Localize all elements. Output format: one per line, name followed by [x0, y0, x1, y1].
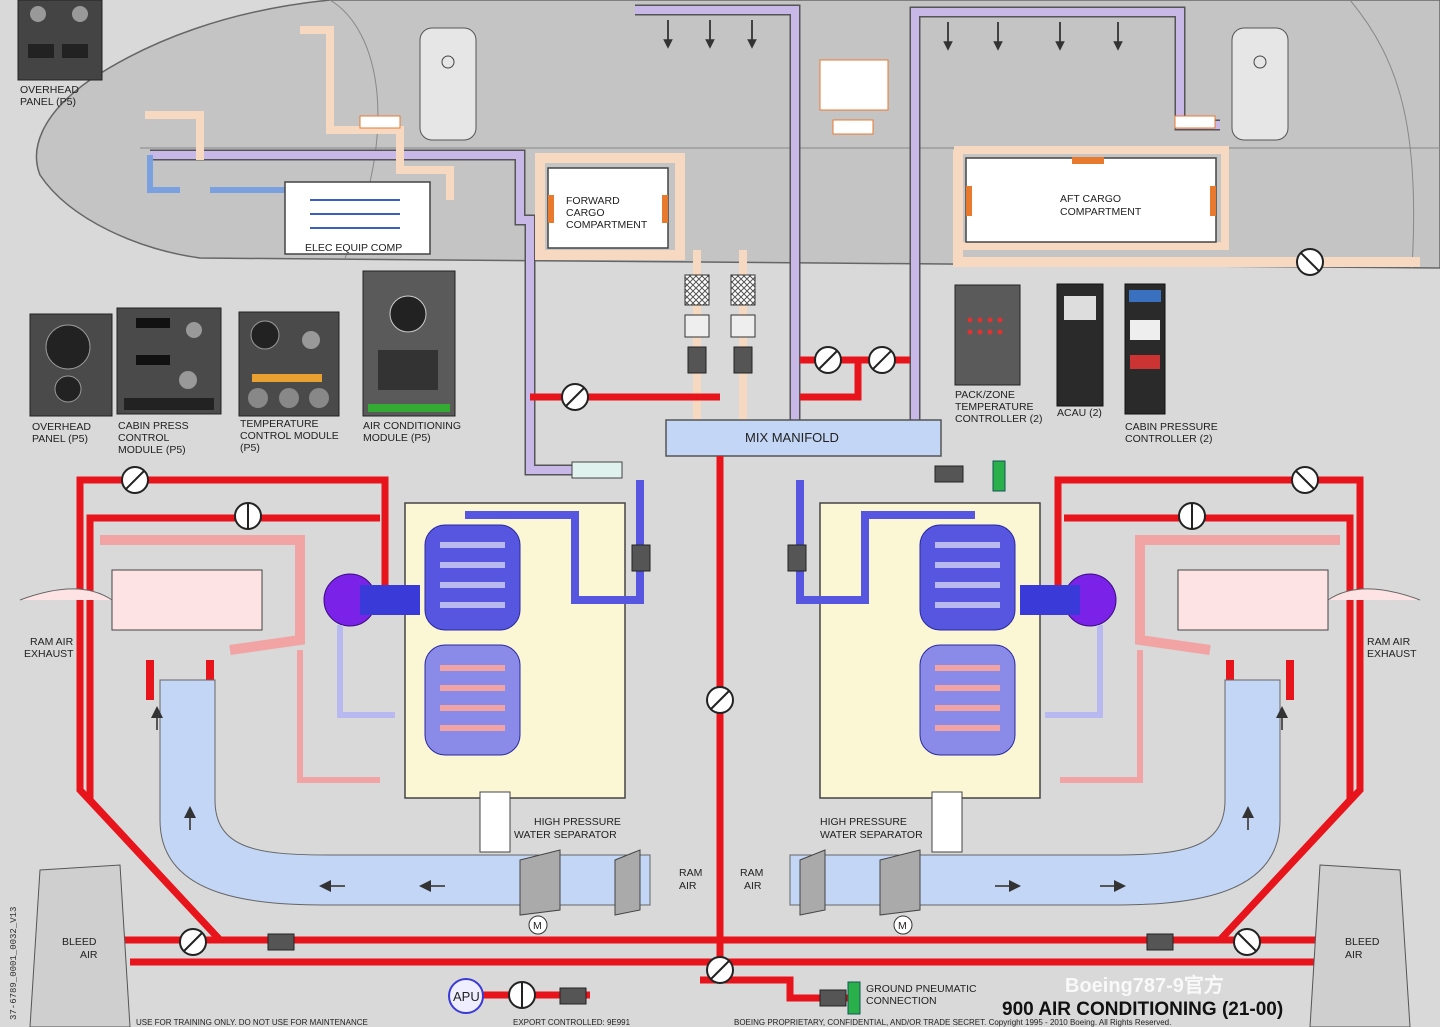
flow-labels: RAM AIR EXHAUST RAM AIR EXHAUST RAM AIR …	[24, 636, 1417, 1007]
cabin-press-line3: MODULE (P5)	[118, 444, 186, 456]
door-aft	[1231, 27, 1289, 141]
ram-air-right-line2: AIR	[744, 880, 762, 892]
aft-cargo-compartment: AFT CARGO COMPARTMENT	[965, 157, 1217, 243]
pack-zone-line3: CONTROLLER (2)	[955, 413, 1043, 425]
forward-cargo-compartment: FORWARD CARGO COMPARTMENT	[547, 167, 669, 249]
cabin-pressure-controller	[1124, 283, 1166, 415]
ram-flow-arrows	[151, 706, 1288, 892]
temp-sensor-duct	[571, 461, 623, 479]
ram-exhaust-left-line1: RAM AIR	[30, 636, 74, 648]
heater-aft	[1174, 115, 1216, 129]
ac-module-line2: MODULE (P5)	[363, 432, 431, 444]
panel-labels: OVERHEAD PANEL (P5) OVERHEAD PANEL (P5) …	[20, 84, 1218, 456]
fuselage-tail-outline	[1349, 0, 1415, 269]
ram-exhaust-right-line2: EXHAUST	[1367, 648, 1417, 660]
cabin-press-control-module	[116, 307, 222, 415]
aft-cargo-line1: AFT CARGO	[1060, 193, 1121, 205]
recirc-fan-units	[684, 250, 756, 420]
motor-right: M	[898, 920, 907, 932]
pack-zone-line2: TEMPERATURE	[955, 401, 1034, 413]
overhead-top-line2: PANEL (P5)	[20, 96, 76, 108]
overhead-panel-p5	[29, 313, 113, 417]
forward-cargo-line1: FORWARD	[566, 195, 620, 207]
cabin-press-line1: CABIN PRESS	[118, 420, 189, 432]
door-forward	[419, 27, 477, 141]
hp-ws-left-line1: HIGH PRESSURE	[534, 816, 621, 828]
mix-manifold: MIX MANIFOLD	[665, 419, 942, 457]
fuselage	[35, 0, 1440, 269]
ram-air-right-line1: RAM	[740, 867, 763, 879]
overhead-top-line1: OVERHEAD	[20, 84, 79, 96]
side-code: 37-6789_0001_0032_V13	[9, 907, 19, 1020]
right-pack: HIGH PRESSURE WATER SEPARATOR M	[789, 480, 1421, 935]
ram-air-left-line2: AIR	[679, 880, 697, 892]
pack-zone-temp-controller	[954, 284, 1021, 386]
engine-right	[1309, 864, 1411, 1027]
ac-module-line1: AIR CONDITIONING	[363, 420, 461, 432]
heater-bank	[819, 59, 889, 111]
recirculation-ducts	[145, 26, 1420, 267]
overhead-panel-line1: OVERHEAD	[32, 421, 91, 433]
heater-forward	[359, 115, 401, 129]
hp-ws-right-line2: WATER SEPARATOR	[820, 829, 923, 841]
ram-air-left-line1: RAM	[679, 867, 702, 879]
air-conditioning-module	[362, 270, 456, 417]
temperature-control-module	[238, 311, 340, 417]
temp-control-line1: TEMPERATURE	[240, 418, 319, 430]
temp-control-line3: (P5)	[240, 442, 260, 454]
ram-exhaust-left-line2: EXHAUST	[24, 648, 74, 660]
elec-equip-compartment: ELEC EQUIP COMP	[284, 181, 431, 255]
footer-right: BOEING PROPRIETARY, CONFIDENTIAL, AND/OR…	[734, 1018, 1171, 1027]
motor-left: M	[533, 920, 542, 932]
bleed-left-line1: BLEED	[62, 936, 97, 948]
bleed-left-line2: AIR	[80, 949, 98, 961]
hp-ws-left-line2: WATER SEPARATOR	[514, 829, 617, 841]
apu-label: APU	[453, 989, 480, 1004]
cabin-outlet-arrows	[663, 20, 1123, 51]
footer-left: USE FOR TRAINING ONLY. DO NOT USE FOR MA…	[136, 1018, 368, 1027]
acau	[1056, 283, 1104, 407]
overhead-distribution-ducts	[147, 4, 1220, 476]
check-valves	[267, 465, 1174, 1007]
diagram-title: 900 AIR CONDITIONING (21-00)	[1002, 999, 1283, 1020]
ground-connection	[847, 981, 861, 1015]
cpc-line1: CABIN PRESSURE	[1125, 421, 1218, 433]
ground-cart-valve	[992, 460, 1006, 492]
valves	[121, 248, 1324, 1009]
bleed-right-line1: BLEED	[1345, 936, 1380, 948]
footer-mid: EXPORT CONTROLLED: 9E991	[513, 1018, 631, 1027]
ground-pneumatic-line2: CONNECTION	[866, 995, 937, 1007]
apu: APU	[448, 978, 484, 1014]
overhead-panel-top	[17, 0, 103, 81]
forward-cargo-line2: CARGO	[566, 207, 605, 219]
heater-mid	[832, 119, 874, 135]
left-pack: HIGH PRESSURE WATER SEPARATOR M	[19, 480, 651, 935]
ram-exhaust-right-line1: RAM AIR	[1367, 636, 1411, 648]
watermark: Boeing787-9官方	[1065, 973, 1224, 997]
hp-ws-right-line1: HIGH PRESSURE	[820, 816, 907, 828]
overhead-panel-line2: PANEL (P5)	[32, 433, 88, 445]
cpc-line2: CONTROLLER (2)	[1125, 433, 1213, 445]
temp-control-line2: CONTROL MODULE	[240, 430, 339, 442]
ground-pneumatic-line1: GROUND PNEUMATIC	[866, 983, 977, 995]
forward-cargo-line3: COMPARTMENT	[566, 219, 648, 231]
acau-label: ACAU (2)	[1057, 407, 1102, 419]
engine-left	[29, 864, 131, 1027]
pack-zone-line1: PACK/ZONE	[955, 389, 1015, 401]
elec-equip-label: ELEC EQUIP COMP	[305, 242, 402, 254]
bleed-right-line2: AIR	[1345, 949, 1363, 961]
aft-cargo-line2: COMPARTMENT	[1060, 206, 1142, 218]
mix-manifold-label: MIX MANIFOLD	[745, 430, 839, 445]
cabin-press-line2: CONTROL	[118, 432, 169, 444]
